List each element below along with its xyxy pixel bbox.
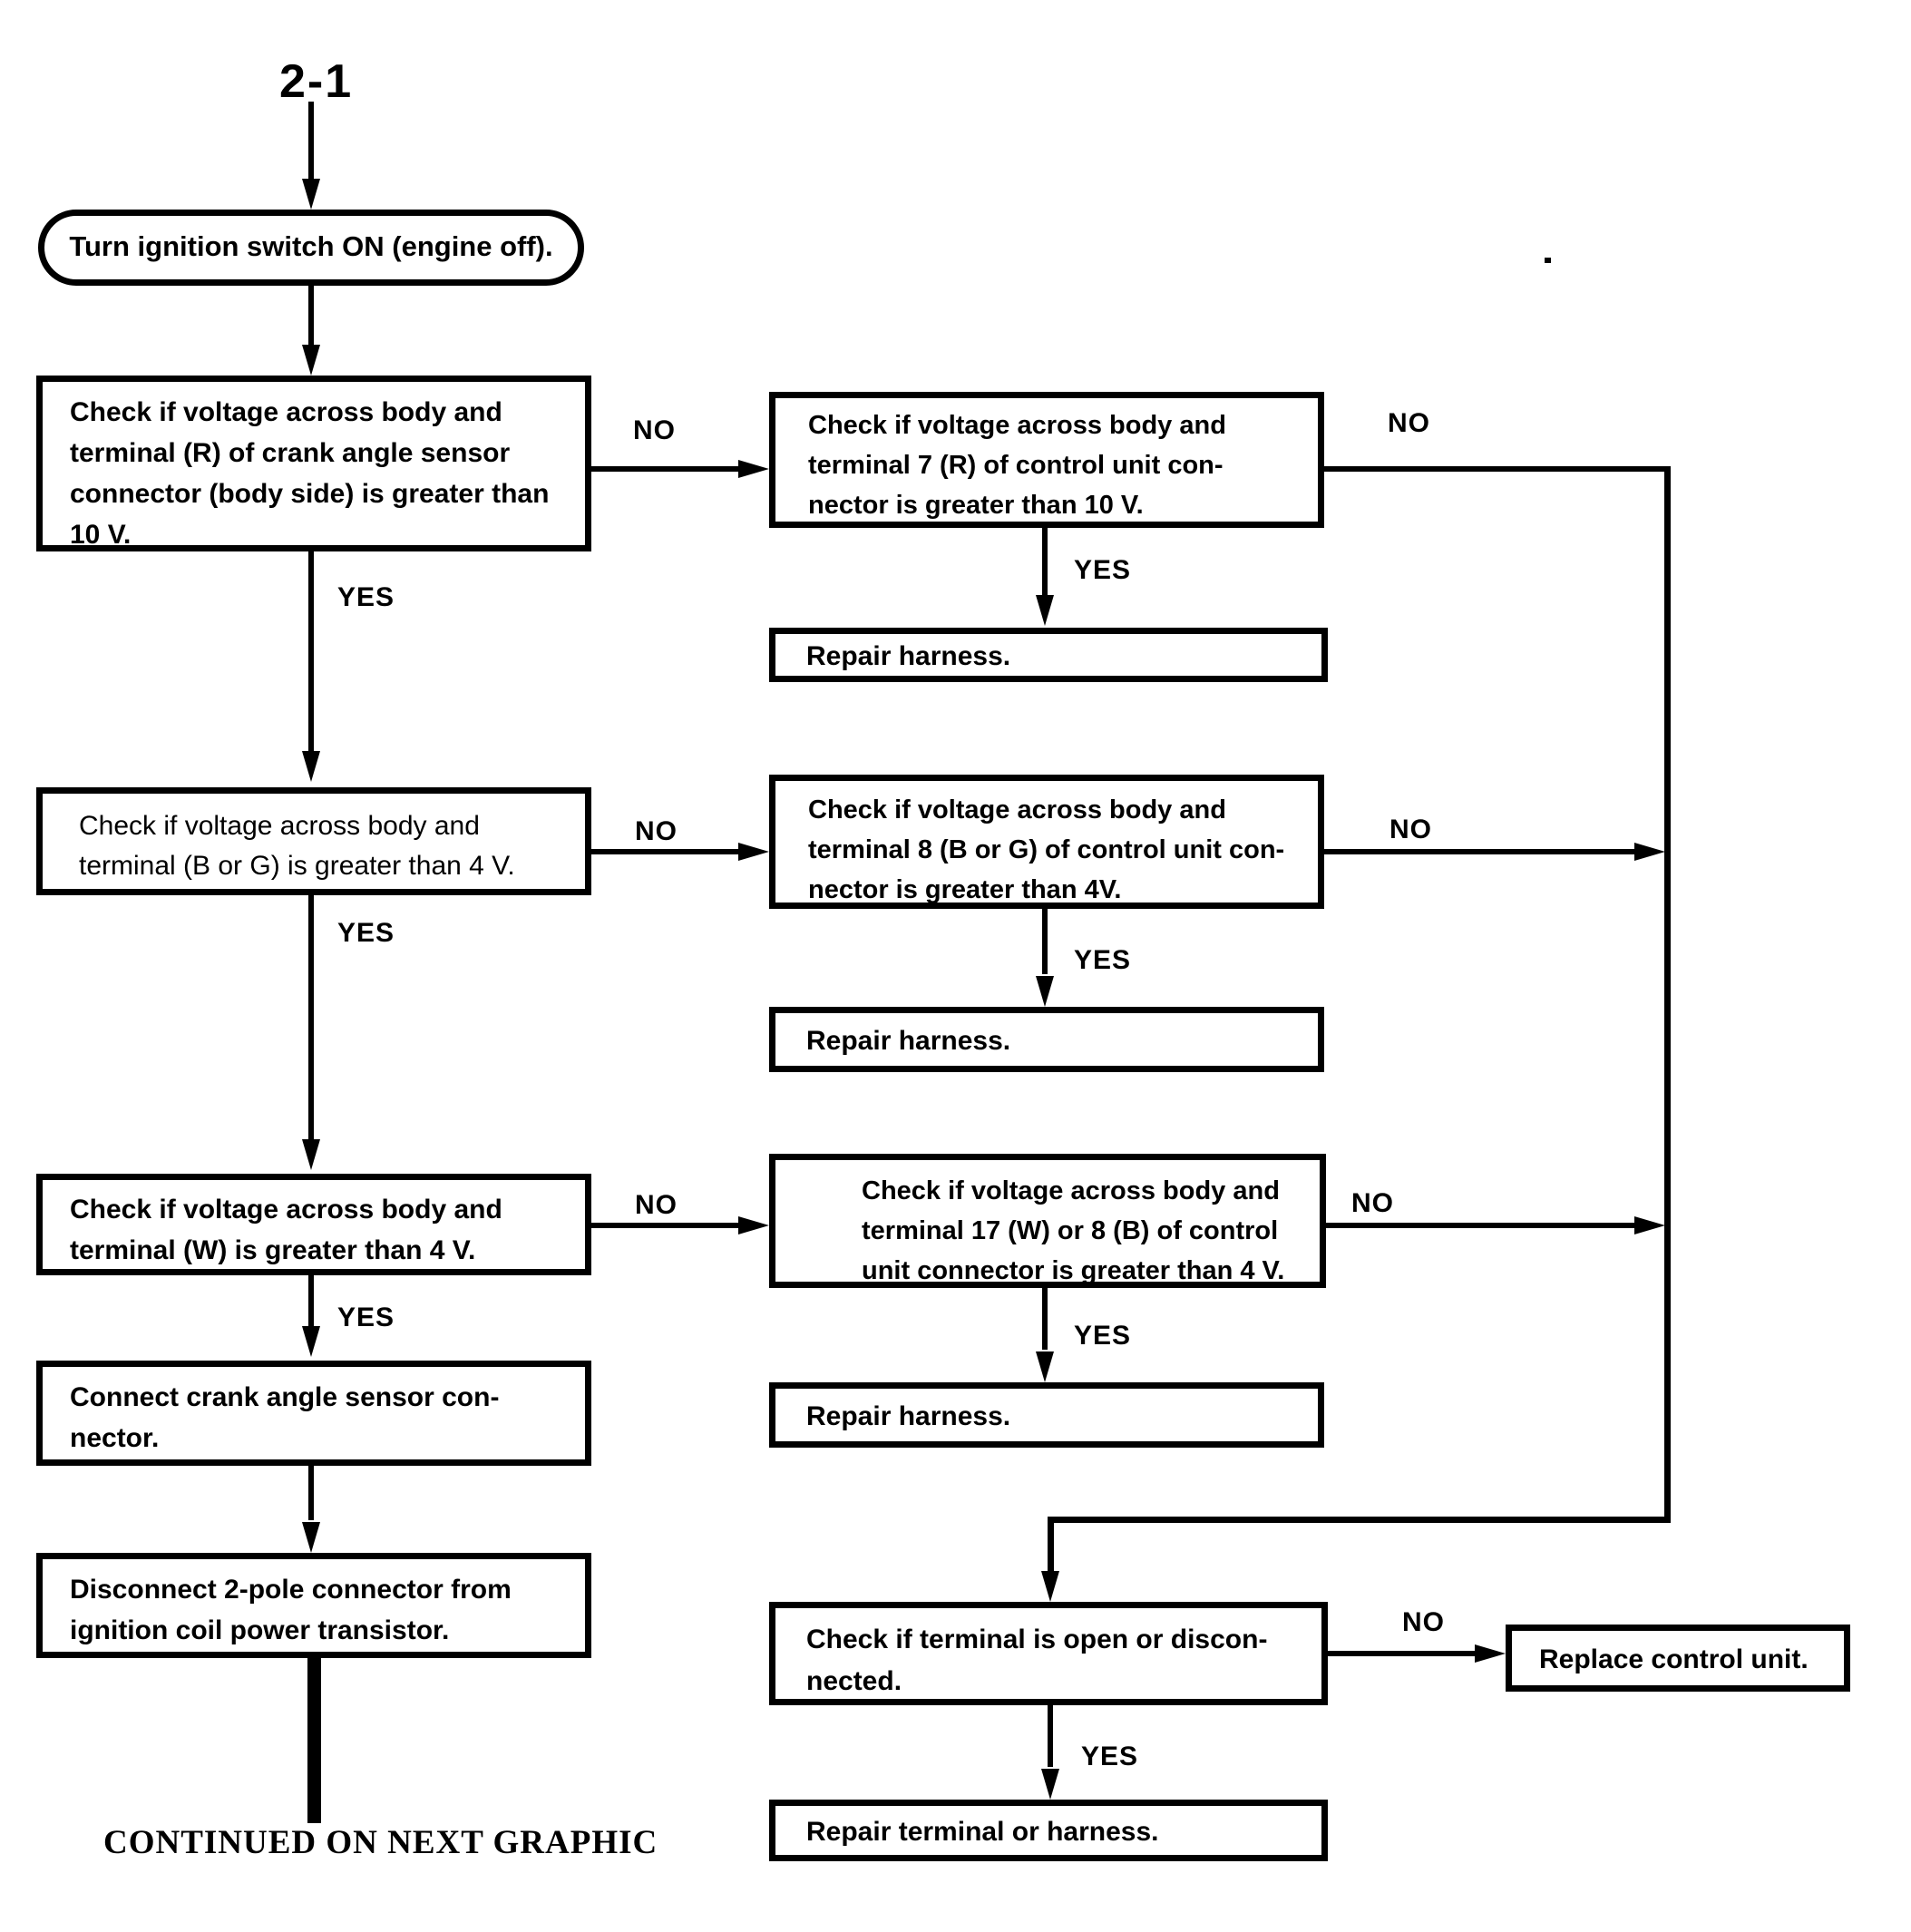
label-no-1: NO [633, 415, 676, 445]
connector-line [308, 895, 314, 1141]
arrow-down-icon [302, 179, 320, 210]
arrow-down-icon [1036, 1351, 1054, 1382]
connector-line [1042, 909, 1048, 974]
node-repair-harness-2: Repair harness. [769, 1007, 1324, 1072]
arrow-right-icon [1634, 843, 1665, 861]
node-repair-harness-3: Repair harness. [769, 1382, 1324, 1448]
label-yes-7: YES [1081, 1742, 1139, 1771]
arrow-right-icon [1475, 1644, 1506, 1663]
arrow-right-icon [738, 1216, 769, 1234]
node-terminal-open-check: Check if terminal is open or discon- nec… [769, 1602, 1328, 1705]
node-control-unit-terminal7-check: Check if voltage across body and termina… [769, 392, 1324, 528]
arrow-down-icon [1041, 1769, 1059, 1800]
node-start: Turn ignition switch ON (engine off). [38, 210, 584, 286]
node-control-unit-terminal8-check: Check if voltage across body and termina… [769, 775, 1324, 909]
label-yes-4: YES [1074, 945, 1132, 975]
arrow-right-icon [1634, 1216, 1665, 1234]
label-no-4: NO [1389, 815, 1432, 844]
label-yes-5: YES [337, 1303, 395, 1332]
connector-line [1042, 1288, 1048, 1350]
arrow-down-icon [302, 1139, 320, 1170]
arrow-right-icon [738, 460, 769, 478]
label-no-2: NO [1388, 408, 1430, 438]
label-yes-1: YES [337, 582, 395, 612]
connector-line [1042, 528, 1048, 595]
continuation-line [307, 1658, 321, 1823]
connector-line [591, 1223, 740, 1228]
connector-line [1328, 1651, 1475, 1656]
flow-id-label: 2-1 [279, 55, 354, 108]
scan-speck [1545, 258, 1551, 263]
arrow-down-icon [1036, 595, 1054, 626]
label-no-6: NO [1351, 1188, 1394, 1218]
arrow-right-icon [738, 843, 769, 861]
arrow-down-icon [302, 751, 320, 782]
label-yes-2: YES [1074, 555, 1132, 585]
connector-line [591, 849, 740, 854]
connector-line [1048, 1517, 1671, 1523]
label-no-3: NO [635, 816, 678, 846]
node-terminal-bg-voltage-check: Check if voltage across body and termina… [36, 787, 591, 895]
connector-line [308, 1275, 314, 1328]
connector-line [308, 1466, 314, 1520]
connector-line [308, 102, 314, 181]
node-replace-control-unit: Replace control unit. [1506, 1625, 1850, 1692]
connector-line [308, 551, 314, 753]
arrow-down-icon [1036, 976, 1054, 1007]
node-control-unit-terminal17-check: Check if voltage across body and termina… [769, 1154, 1326, 1288]
continued-note: CONTINUED ON NEXT GRAPHIC [103, 1824, 658, 1861]
arrow-down-icon [302, 345, 320, 376]
connector-line [1048, 1705, 1053, 1767]
connector-line [308, 286, 314, 346]
label-yes-3: YES [337, 918, 395, 948]
trunk-line [1664, 466, 1671, 1523]
node-repair-harness-1: Repair harness. [769, 628, 1328, 682]
connector-line [1048, 1517, 1054, 1573]
node-crank-sensor-voltage-check: Check if voltage across body and termina… [36, 376, 591, 551]
connector-line [1324, 849, 1636, 854]
arrow-down-icon [1041, 1571, 1059, 1602]
arrow-down-icon [302, 1326, 320, 1357]
node-disconnect-2pole: Disconnect 2-pole connector from ignitio… [36, 1553, 591, 1658]
connector-line [1326, 1223, 1636, 1228]
node-repair-terminal-harness: Repair terminal or harness. [769, 1800, 1328, 1861]
node-terminal-w-voltage-check: Check if voltage across body and termina… [36, 1174, 591, 1275]
connector-line [1324, 466, 1671, 472]
label-no-5: NO [635, 1190, 678, 1220]
label-yes-6: YES [1074, 1321, 1132, 1351]
label-no-7: NO [1402, 1607, 1445, 1637]
arrow-down-icon [302, 1522, 320, 1553]
node-connect-crank-sensor: Connect crank angle sensor con- nector. [36, 1361, 591, 1466]
connector-line [591, 466, 740, 472]
